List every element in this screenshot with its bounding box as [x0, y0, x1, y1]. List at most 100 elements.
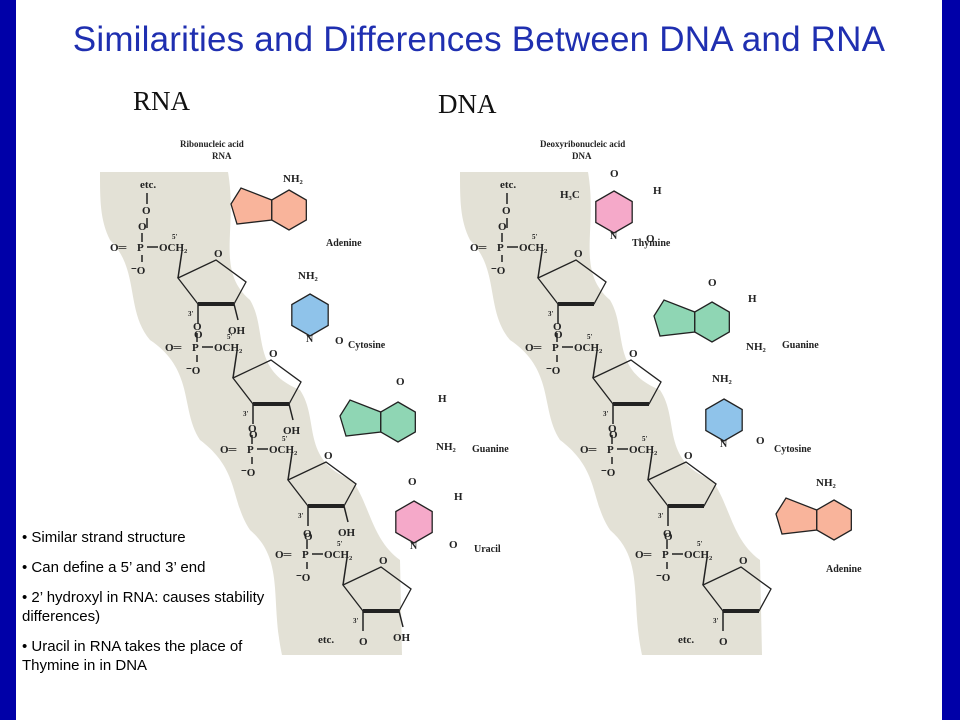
amine-label: NH₂ [712, 373, 733, 385]
amine-label: NH₂ [298, 270, 319, 282]
guanine-ring [694, 301, 730, 343]
phosphate-o-label: O═ [580, 444, 597, 456]
ring-o-label: O [574, 248, 583, 260]
phosphate-o-label: O [303, 528, 312, 540]
prime-label: 5' [532, 233, 538, 241]
och2-label: OCH₂ [324, 549, 353, 561]
atom-n-label: N [610, 231, 618, 242]
phosphate-o-label: ⁻O [186, 365, 201, 377]
base-name-label: Thymine [632, 238, 671, 249]
sugar-ring [176, 259, 247, 305]
bond-line [537, 250, 543, 279]
phosphate-p-label: P [192, 342, 199, 354]
prime-label: 5' [172, 233, 178, 241]
hydrogen-label: H [748, 293, 757, 305]
bond-line [592, 350, 598, 379]
uracil-ring [395, 500, 433, 544]
linker-o-label: O [554, 329, 563, 341]
bond-line [398, 610, 404, 628]
hydroxyl-label: OH [338, 527, 356, 539]
phosphate-o-label: O [608, 423, 617, 435]
prime-label: 5' [282, 435, 288, 443]
bond-line [232, 350, 238, 379]
prime-label: 3' [243, 410, 249, 418]
amine-label: NH₂ [283, 173, 304, 185]
sugar-ring [341, 566, 412, 612]
note-item: • Uracil in RNA takes the place of Thymi… [22, 638, 243, 674]
rna-backbone-background [100, 172, 402, 655]
etc-label: etc. [318, 634, 334, 646]
prime-label: 5' [642, 435, 648, 443]
adenine-ring [816, 499, 852, 541]
hydrogen-label: H [653, 185, 662, 197]
right-border [942, 0, 960, 720]
sugar-ring [646, 461, 717, 507]
dna-backbone-background [460, 172, 762, 655]
slide-title: Similarities and Differences Between DNA… [72, 20, 886, 59]
linker-o-label: O [359, 636, 368, 648]
methyl-label: H₃C [560, 189, 580, 201]
sugar-ring [591, 359, 662, 405]
sugar-ring [231, 359, 302, 405]
phosphate-o-label: ⁻O [296, 572, 311, 584]
phosphate-o-label: O [193, 321, 202, 333]
left-border [0, 0, 16, 720]
carbonyl-label: O [756, 435, 765, 447]
amine-label: NH₂ [816, 477, 837, 489]
och2-label: OCH₂ [574, 342, 603, 354]
bond-line [342, 557, 348, 586]
phosphate-o-label: O [553, 321, 562, 333]
thymine-ring [595, 190, 633, 234]
base-name-label: Adenine [826, 564, 862, 575]
sugar-ring [286, 461, 357, 507]
guanine-ring-ring [339, 399, 382, 437]
ring-o-label: O [214, 248, 223, 260]
bond-line [288, 403, 294, 421]
phosphate-p-label: P [137, 242, 144, 254]
caption-label: DNA [572, 151, 592, 161]
phosphate-o-label: O═ [110, 242, 127, 254]
phosphate-p-label: P [552, 342, 559, 354]
atom-n-label: N [720, 439, 728, 450]
och2-label: OCH₂ [629, 444, 658, 456]
phosphate-p-label: P [662, 549, 669, 561]
hydroxyl-label: OH [228, 325, 246, 337]
prime-label: 5' [337, 540, 343, 548]
och2-label: OCH₂ [269, 444, 298, 456]
cytosine-ring [291, 293, 329, 337]
phosphate-o-label: O [663, 528, 672, 540]
bond-line [233, 303, 239, 321]
sugar-ring [701, 566, 772, 612]
rna-heading: RNA [133, 86, 191, 116]
bond-line [647, 452, 653, 481]
prime-label: 3' [188, 310, 194, 318]
caption-label: Deoxyribonucleic acid [540, 139, 625, 149]
ring-o-label: O [684, 450, 693, 462]
base-name-label: Cytosine [774, 444, 812, 455]
note-item: • Similar strand structure [22, 529, 186, 546]
bond-line [343, 505, 349, 523]
ring-o-label: O [324, 450, 333, 462]
hydroxyl-label: OH [393, 632, 411, 644]
phosphate-o-label: O [248, 423, 257, 435]
prime-label: 3' [713, 617, 719, 625]
phosphate-o-label: ⁻O [601, 467, 616, 479]
caption-label: Ribonucleic acid [180, 139, 244, 149]
prime-label: 3' [658, 512, 664, 520]
hydrogen-label: H [438, 393, 447, 405]
caption-label: RNA [212, 151, 232, 161]
linker-o-label: O [194, 329, 203, 341]
linker-o-label: O [719, 636, 728, 648]
phosphate-o-label: O═ [275, 549, 292, 561]
phosphate-o-label: O═ [635, 549, 652, 561]
phosphate-o-label: O═ [165, 342, 182, 354]
hydrogen-label: H [454, 491, 463, 503]
atom-n-label: N [410, 541, 418, 552]
carbonyl-label: O [610, 168, 619, 180]
bond-line [287, 452, 293, 481]
phosphate-p-label: P [247, 444, 254, 456]
ring-o-label: O [629, 348, 638, 360]
adenine-ring-ring [775, 497, 818, 535]
